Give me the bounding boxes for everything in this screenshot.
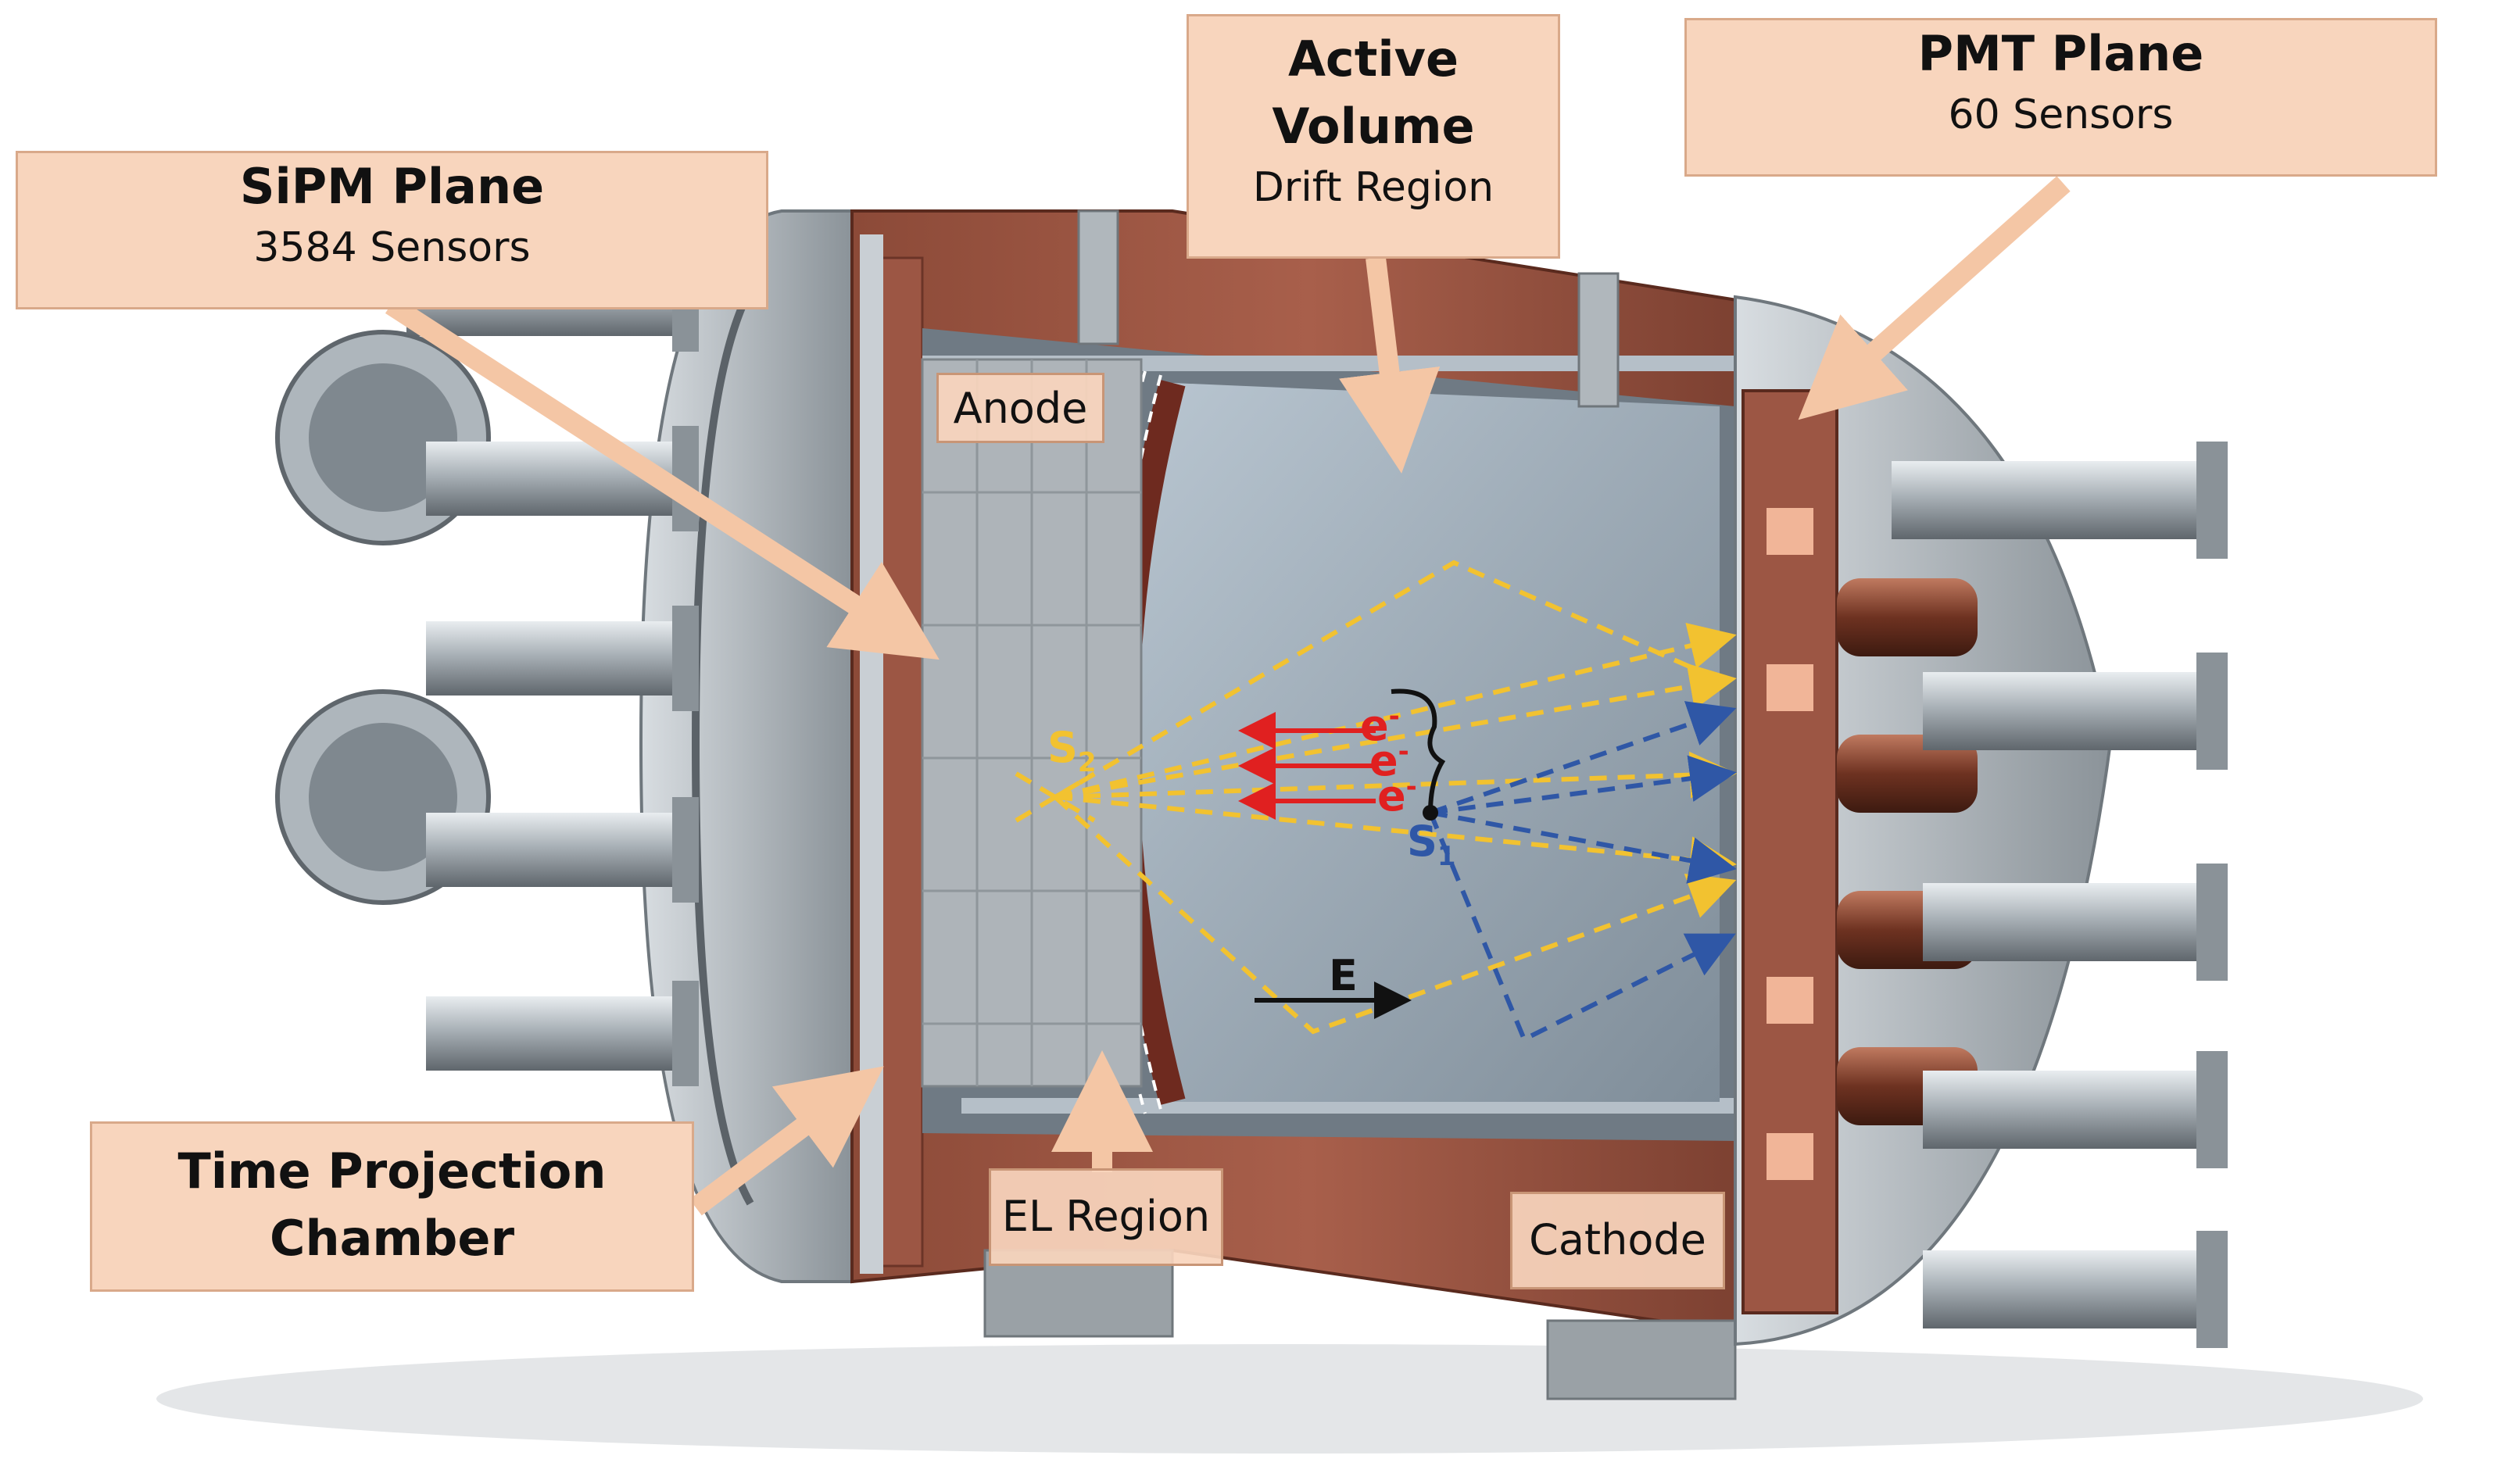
particle-track	[1391, 688, 1446, 814]
electron-2-base: e	[1369, 736, 1398, 785]
s1-symbol-base: S	[1407, 817, 1437, 866]
s2-symbol: S2	[1047, 727, 1097, 776]
pmt-plane-subtitle: 60 Sensors	[1948, 91, 2174, 138]
right-pipes	[1892, 442, 2228, 1348]
tpc-title-line2: Chamber	[269, 1210, 515, 1267]
s2-symbol-base: S	[1047, 723, 1078, 772]
electron-label-3: e-	[1377, 774, 1417, 817]
sipm-tile-plane	[921, 358, 1143, 1088]
electron-1-base: e	[1360, 701, 1389, 750]
active-volume-callout: Active Volume Drift Region	[1187, 14, 1560, 259]
s1-symbol-sub: 1	[1437, 840, 1456, 872]
active-volume-title-line1: Active	[1287, 30, 1459, 88]
anode-label: Anode	[936, 373, 1104, 443]
electron-3-base: e	[1377, 771, 1406, 821]
electron-1-sup: -	[1388, 701, 1400, 732]
tpc-callout: Time Projection Chamber	[90, 1121, 694, 1292]
electron-3-sup: -	[1405, 771, 1417, 803]
s2-light-rays	[1015, 560, 1737, 1035]
tpc-title-line1: Time Projection	[177, 1143, 607, 1200]
pmt-plane-title: PMT Plane	[1917, 25, 2204, 82]
pmt-plane-callout: PMT Plane 60 Sensors	[1684, 18, 2437, 177]
pmt-endcap	[1734, 295, 2113, 1346]
efield-label: E	[1329, 951, 1358, 1000]
sipm-plane-callout: SiPM Plane 3584 Sensors	[16, 151, 768, 309]
left-pipes	[406, 250, 699, 1086]
cathode-label: Cathode	[1510, 1192, 1725, 1289]
electron-label-2: e-	[1369, 738, 1409, 782]
electron-drift-arrows	[1238, 712, 1376, 820]
electron-2-sup: -	[1398, 736, 1409, 767]
callout-arrows	[385, 176, 2071, 1216]
s2-symbol-sub: 2	[1077, 746, 1097, 778]
floor-shadow	[156, 1344, 2423, 1454]
electron-label-1: e-	[1360, 703, 1400, 747]
s1-symbol: S1	[1407, 821, 1456, 870]
support-stands	[983, 209, 1737, 1400]
active-volume-title-line2: Volume	[1272, 98, 1475, 155]
active-volume-subtitle: Drift Region	[1252, 164, 1494, 211]
track-vertex	[1423, 805, 1438, 821]
sipm-plane-subtitle: 3584 Sensors	[253, 224, 531, 271]
s1-light-rays	[1428, 701, 1737, 1043]
sipm-plane-title: SiPM Plane	[239, 158, 545, 215]
el-region-label: EL Region	[989, 1168, 1223, 1266]
